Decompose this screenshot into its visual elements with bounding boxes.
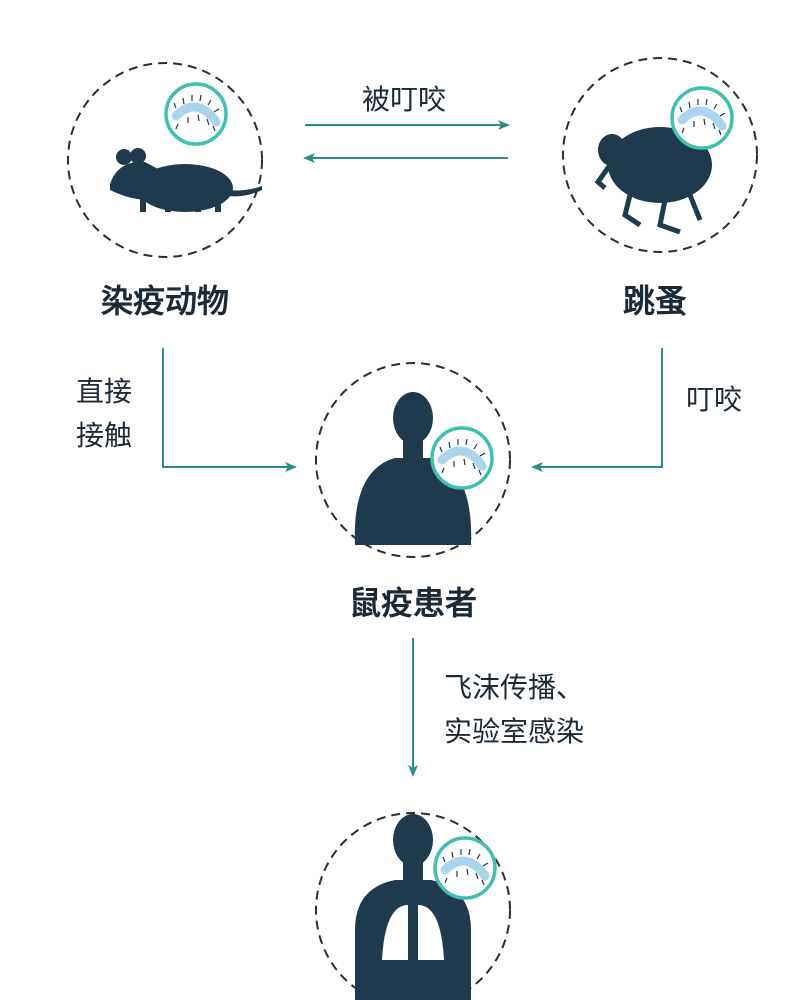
person-lungs-icon bbox=[355, 814, 471, 1000]
flea-icon bbox=[594, 127, 712, 235]
node-infected-animal bbox=[67, 62, 263, 258]
label-flea: 跳蚤 bbox=[622, 282, 688, 320]
bacterium-icon bbox=[432, 428, 492, 488]
node-infected-person bbox=[315, 812, 511, 1000]
label-direct-contact-line2: 接触 bbox=[76, 419, 133, 452]
node-plague-patient bbox=[315, 362, 511, 558]
label-direct-contact-line1: 直接 bbox=[76, 375, 133, 408]
bacterium-icon bbox=[435, 838, 495, 898]
label-bitten: 被叮咬 bbox=[362, 83, 447, 116]
label-direct-contact: 直接 接触 bbox=[76, 370, 132, 458]
bacterium-icon bbox=[166, 84, 226, 144]
arrow-direct-contact bbox=[162, 348, 297, 472]
rat-icon bbox=[110, 148, 262, 212]
label-spread-line2: 实验室感染 bbox=[444, 715, 585, 748]
node-flea bbox=[562, 57, 758, 253]
label-infected-animal: 染疫动物 bbox=[100, 282, 230, 320]
label-spread: 飞沫传播、 实验室感染 bbox=[444, 666, 584, 754]
arrow-flea-bite bbox=[531, 348, 663, 472]
label-plague-patient: 鼠疫患者 bbox=[348, 584, 478, 622]
label-spread-line1: 飞沫传播、 bbox=[444, 671, 585, 704]
bacterium-icon bbox=[672, 88, 732, 148]
label-bite: 叮咬 bbox=[686, 383, 743, 416]
